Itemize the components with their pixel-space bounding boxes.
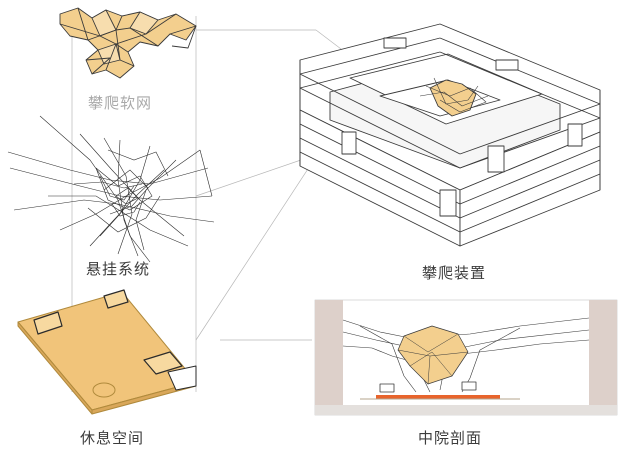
rest-space-label: 休息空间: [80, 429, 145, 447]
climbing-installation-label: 攀爬装置: [422, 264, 487, 282]
climbing-installation-illustration: [299, 23, 601, 247]
climbing-net-illustration: [59, 7, 197, 79]
suspension-system-label: 悬挂系统: [86, 260, 151, 278]
suspension-system-illustration: [7, 115, 215, 263]
climbing-net-label: 攀爬软网: [88, 94, 153, 112]
rest-space-illustration: [17, 289, 197, 415]
courtyard-section-illustration: [314, 299, 618, 416]
courtyard-section-label: 中院剖面: [418, 429, 483, 447]
